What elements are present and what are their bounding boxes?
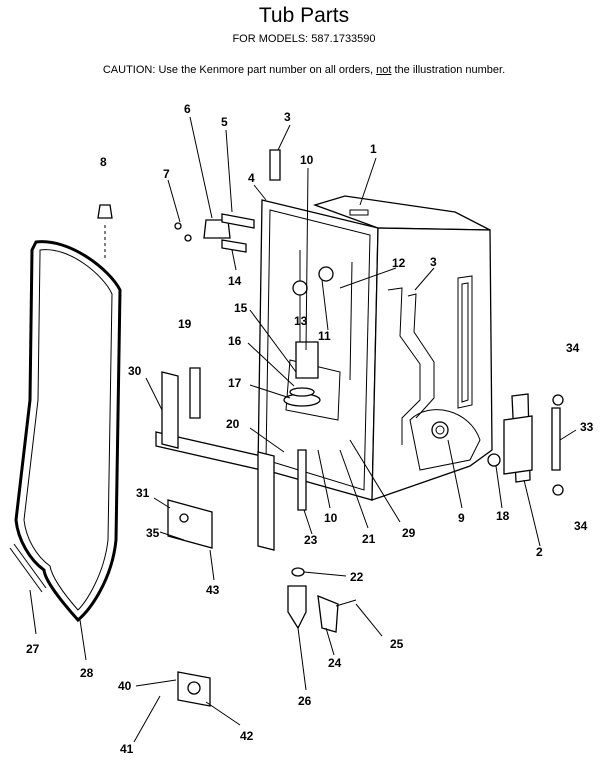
- callout-2: 2: [536, 545, 543, 559]
- callout-3-side: 3: [430, 255, 437, 269]
- callout-27: 27: [26, 642, 40, 656]
- caution-suffix: the illustration number.: [391, 64, 506, 76]
- door-gasket: [14, 240, 122, 623]
- callout-29: 29: [402, 526, 416, 540]
- tub-body: [257, 195, 493, 501]
- callout-41: 41: [120, 742, 134, 756]
- callout-10-top: 10: [300, 153, 314, 167]
- callout-28: 28: [80, 666, 94, 680]
- caution-prefix: CAUTION: Use the Kenmore part number on …: [102, 64, 377, 76]
- callout-15: 15: [234, 301, 248, 315]
- callout-21: 21: [362, 532, 376, 546]
- caution-emphasis: not: [376, 64, 392, 76]
- callout-3-top: 3: [284, 110, 291, 124]
- callout-4: 4: [248, 171, 255, 185]
- callout-labels: 1 2 3 3 4 5 6 7 8 9 10 10 11 12 13 14 15…: [26, 102, 594, 756]
- callout-20: 20: [226, 417, 240, 431]
- callout-30: 30: [128, 364, 142, 378]
- caution-line: CAUTION: Use the Kenmore part number on …: [0, 64, 608, 76]
- callout-40: 40: [118, 679, 132, 693]
- callout-10-bottom: 10: [324, 511, 338, 525]
- callout-5: 5: [221, 115, 228, 129]
- callout-26: 26: [298, 694, 312, 708]
- callout-8: 8: [100, 155, 107, 169]
- callout-33: 33: [580, 420, 594, 434]
- callout-25: 25: [390, 637, 404, 651]
- callout-9: 9: [458, 511, 465, 525]
- callout-18: 18: [496, 509, 510, 523]
- callout-31: 31: [136, 486, 150, 500]
- callout-11: 11: [318, 329, 331, 343]
- callout-42: 42: [240, 729, 254, 743]
- callout-35: 35: [146, 526, 160, 540]
- callout-24: 24: [328, 656, 342, 670]
- callout-6: 6: [184, 102, 191, 116]
- callout-19: 19: [178, 317, 192, 331]
- callout-7: 7: [163, 167, 170, 181]
- callout-22: 22: [350, 570, 364, 584]
- callout-12: 12: [392, 256, 406, 270]
- callout-1: 1: [370, 142, 377, 156]
- callout-43: 43: [206, 583, 220, 597]
- callout-23: 23: [304, 533, 318, 547]
- models-line: FOR MODELS: 587.1733590: [232, 33, 376, 45]
- callout-14: 14: [228, 274, 242, 288]
- callout-34-top: 34: [566, 341, 580, 355]
- leader-lines: [29, 116, 577, 743]
- callout-13: 13: [294, 314, 308, 328]
- callout-17: 17: [228, 376, 242, 390]
- callout-34-bottom: 34: [574, 519, 588, 533]
- callout-16: 16: [228, 334, 242, 348]
- page-title: Tub Parts: [258, 4, 350, 27]
